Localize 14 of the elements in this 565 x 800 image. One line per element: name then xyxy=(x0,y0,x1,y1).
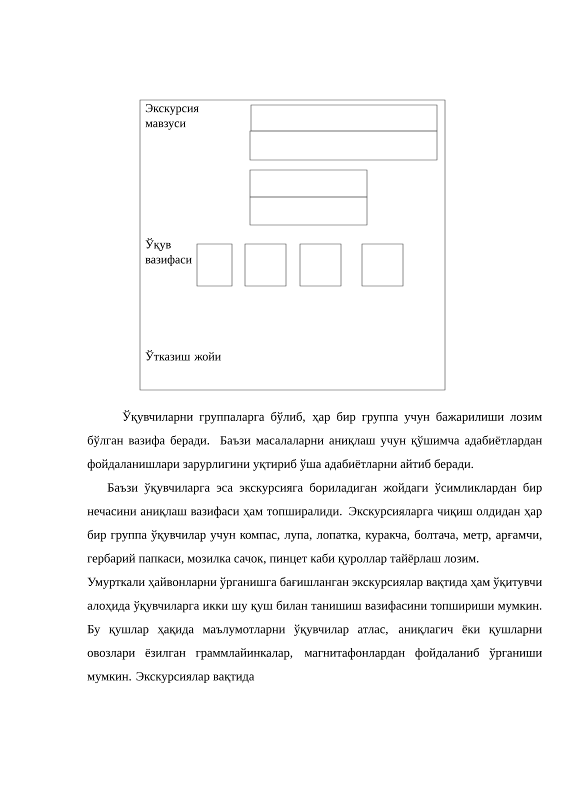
empty-box xyxy=(250,130,438,160)
field-label: Ўқув вазифаси xyxy=(145,238,192,266)
empty-box xyxy=(362,244,404,286)
empty-box xyxy=(250,104,438,132)
empty-box xyxy=(250,196,368,226)
paragraph: Умурткали ҳайвонларни ўрганишга бағишланган экскурсиялар вақтида ҳам ўқитувчи алоҳида ўқувчиларга икки шу қуш билан танишиш вазифасини топшириши мумкин. Бу қушлар ҳақида маълумотларни ўқувчилар атлас, аниқлагич ёки қушларни овозлари ёзилган граммлайинкалар, магнитафонлардан фойдаланиб ўрганиши мумкин. Экскурсиялар вақтида xyxy=(87,577,542,684)
empty-box xyxy=(250,170,368,198)
empty-box xyxy=(300,244,342,286)
empty-box xyxy=(244,244,286,286)
paragraph: Баъзи ўқувчиларга эса экскурсияга бориладиган жойдаги ўсимликлардан бир нечасини аниқлаш вазифаси ҳам топширалиди. Экскурсияларга чиқиш олдидан ҳар бир группа ўқувчилар учун компас, лупа, лопатка, куракча, болтача, метр, арғамчи, гербарий папкаси, мозилка сачок, пинцет каби қуроллар тайёрлаш лозим. xyxy=(87,482,542,566)
field-label: Экскурсия мавзуси xyxy=(145,104,199,130)
field-label: Ўтказиш жойи xyxy=(146,350,221,360)
empty-box xyxy=(196,244,232,286)
paragraph: Ўқувчиларни группаларга бўлиб, ҳар бир группа учун бажарилиши лозим бўлган вазифа беради. Баъзи масалаларни аниқлаш учун қўшимча адабиётлардан фойдаланишлари зарурлигини уқтириб ўша адабиётларни айтиб беради. xyxy=(88,410,542,471)
